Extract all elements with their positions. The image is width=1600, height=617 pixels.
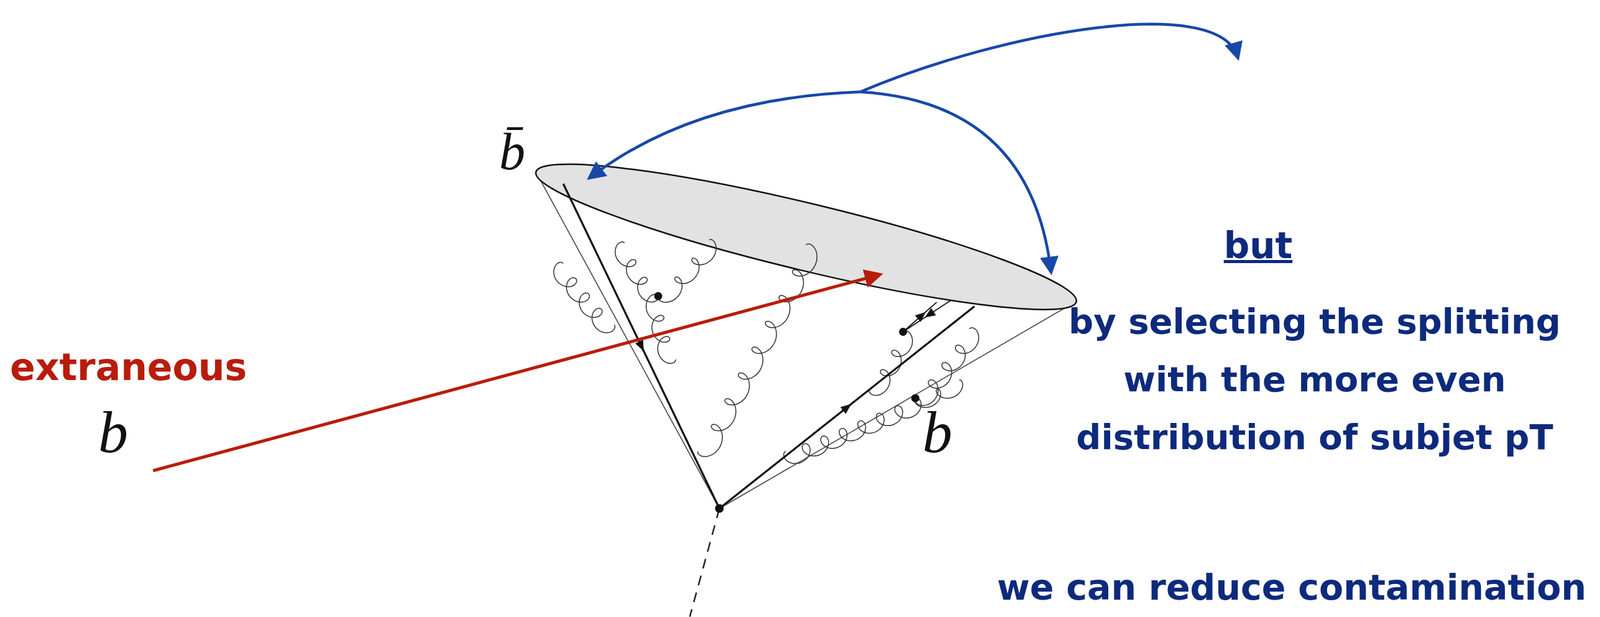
extraneous-label: extraneous [9,345,247,389]
quark-line [563,183,720,508]
note-text: by selecting the splitting with the more… [1050,292,1579,466]
quark-arrow [922,307,937,321]
cone-edge [719,300,1077,508]
quark-line [903,302,937,332]
quark-arrow [840,400,855,414]
gluon [646,294,676,364]
note-heading: but [1164,225,1352,267]
gluon [914,327,980,406]
vertex-dot [911,394,920,403]
quark-line [719,305,975,508]
gluon [698,243,818,457]
vertex-dot [653,292,663,301]
selection-arrow [860,91,1052,272]
vertex-dot [898,327,907,336]
extraneous-arrow [152,274,880,471]
selection-arrow [860,24,1238,92]
gluon [783,397,922,464]
quark-label: b [922,397,953,467]
note-text: we can reduce contamination [997,566,1587,608]
gluon [657,239,717,303]
quark-label: b̄ [499,121,526,183]
quark-label: b [98,397,129,467]
selection-arrow [589,91,861,178]
incoming-line [689,508,720,617]
jet-area [528,139,1085,335]
quark-line [903,300,952,332]
gluon [615,241,659,303]
quark-arrow [635,339,648,353]
vertex-dot [714,504,724,513]
